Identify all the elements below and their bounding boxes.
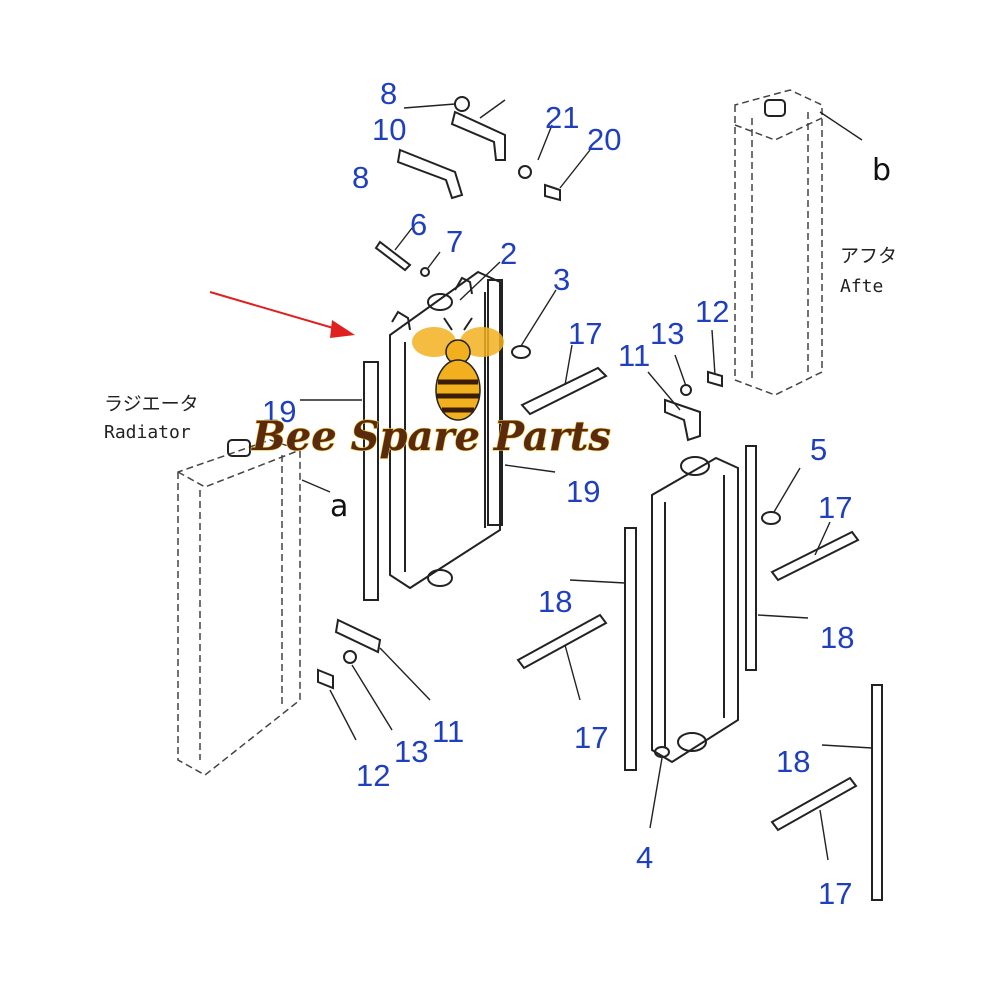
callout-13a: 13 [650, 316, 684, 351]
callout-21: 21 [545, 100, 579, 135]
callout-17b: 17 [818, 490, 852, 525]
seal-strips [363, 279, 883, 901]
callouts: 8 10 21 20 8 6 7 2 3 17 13 12 11 19 19 5… [262, 76, 854, 911]
callout-18b: 18 [820, 620, 854, 655]
label-after-jp: アフタ [840, 245, 897, 267]
callout-17a: 17 [568, 316, 602, 351]
callout-12a: 12 [695, 294, 729, 329]
callout-20: 20 [587, 122, 621, 157]
aftercooler-outline [734, 89, 823, 396]
callout-10: 10 [372, 112, 406, 147]
callout-19a: 19 [262, 394, 296, 429]
bee-logo [412, 317, 504, 421]
watermark-text: Bee Spare Parts [251, 413, 611, 460]
callout-4: 4 [636, 840, 653, 875]
callout-19b: 19 [566, 474, 600, 509]
callout-17d: 17 [818, 876, 852, 911]
label-radiator-en: Radiator [104, 422, 191, 443]
label-after-en: Afte [840, 276, 883, 297]
callout-12b: 12 [356, 758, 390, 793]
callout-8-top: 8 [380, 76, 397, 111]
callout-11b: 11 [432, 714, 464, 749]
callout-7: 7 [446, 224, 463, 259]
radiator-outline [177, 439, 301, 776]
callout-8: 8 [352, 160, 369, 195]
component-labels: ラジエータ Radiator アフタ Afte a b [104, 153, 897, 524]
cooler-part-4 [651, 456, 739, 764]
oil-cooler-part-2 [389, 270, 501, 590]
red-arrow [209, 291, 355, 338]
ref-a: a [330, 489, 348, 524]
callout-13b: 13 [394, 734, 428, 769]
callout-2: 2 [500, 236, 517, 271]
label-radiator-jp: ラジエータ [104, 393, 199, 415]
ref-b: b [872, 153, 891, 188]
callout-5: 5 [810, 432, 827, 467]
callout-11a: 11 [618, 338, 650, 373]
callout-17c: 17 [574, 720, 608, 755]
leader-lines [300, 99, 873, 861]
callout-3: 3 [553, 262, 570, 297]
callout-18a: 18 [538, 584, 572, 619]
callout-18c: 18 [776, 744, 810, 779]
callout-6: 6 [410, 207, 427, 242]
